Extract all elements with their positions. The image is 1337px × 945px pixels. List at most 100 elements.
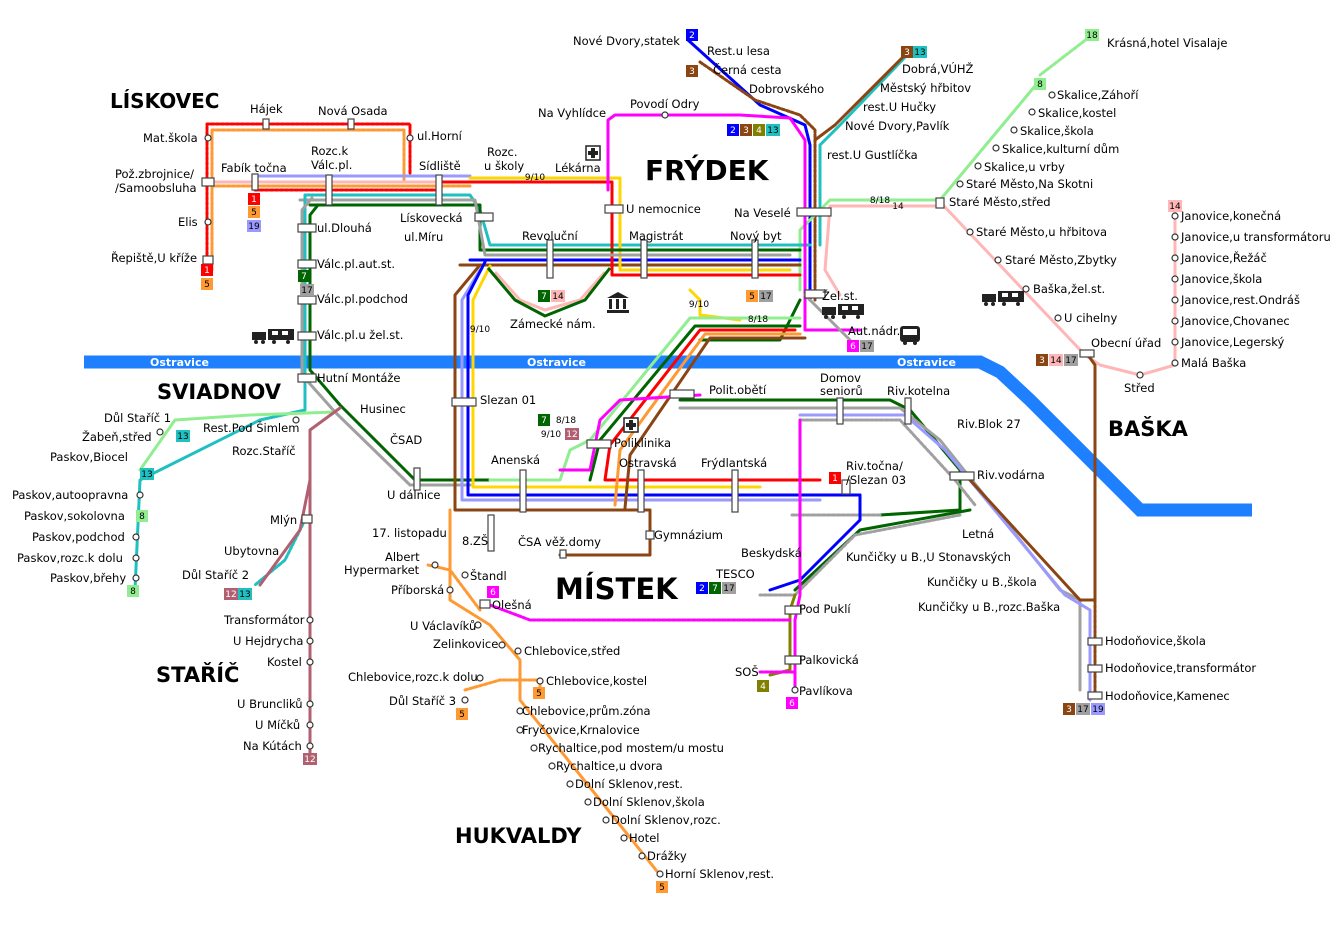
stop-marker-nova-osada[interactable] <box>347 118 355 130</box>
stop-rozc-staric[interactable]: Rozc.Staříč <box>232 444 296 458</box>
stop-stare-mesto-stred[interactable]: Staré Město,střed <box>949 195 1051 209</box>
stop-marker-rozc-k-valc[interactable] <box>325 174 333 206</box>
dot-stred[interactable] <box>1136 371 1144 379</box>
dot-standl[interactable] <box>461 571 469 579</box>
dot-zaben[interactable] <box>156 428 164 436</box>
stop-riv-kotelna[interactable]: Riv.kotelna <box>887 384 950 398</box>
stop-hodonovice-skola[interactable]: Hodoňovice,škola <box>1105 634 1206 648</box>
dot-pavlikova[interactable] <box>791 686 799 694</box>
dot-rychaltice-dvor[interactable] <box>548 762 556 770</box>
dot-paskov-rozc[interactable] <box>132 554 140 562</box>
stop-marker-magistrat[interactable] <box>640 239 648 279</box>
stop-csa-vez-domy[interactable]: ČSA věž.domy <box>518 534 601 549</box>
stop-paskov-brehy[interactable]: Paskov,břehy <box>50 571 126 585</box>
stop-rozc-k[interactable]: Rozc.k <box>311 144 349 158</box>
stop-marker-fabik[interactable] <box>251 173 259 191</box>
stop-standl[interactable]: Štandl <box>470 568 507 583</box>
dot-skalice-skola[interactable] <box>1010 126 1018 134</box>
stop-marker-hodonovice-kamenec[interactable] <box>1087 691 1103 700</box>
stop-marker-nemocnice[interactable] <box>604 204 624 214</box>
stop-ostravska[interactable]: Ostravská <box>619 456 677 470</box>
dot-paskov-brehy[interactable] <box>132 574 140 582</box>
stop-marker-ul-dlouha[interactable] <box>297 223 317 233</box>
stop-na-kutach[interactable]: Na Kútách <box>243 739 302 753</box>
stop-marker-gymnazium[interactable] <box>645 530 655 540</box>
stop-rest-u-gustlicka[interactable]: rest.U Gustlíčka <box>827 148 918 162</box>
stop-marker-polit-obeti[interactable] <box>669 389 695 399</box>
stop-povodi-odry[interactable]: Povodí Odry <box>630 97 700 111</box>
stop-marker-valc-aut[interactable] <box>297 259 317 269</box>
stop-paskov-rozc[interactable]: Paskov,rozc.k dolu <box>17 551 123 565</box>
stop-marker-repiste[interactable] <box>202 255 214 265</box>
stop-kostel[interactable]: Kostel <box>267 655 302 669</box>
dot-janovice-trafo[interactable] <box>1171 233 1179 241</box>
dot-janovice-ondras[interactable] <box>1171 296 1179 304</box>
stop-stare-mesto-na-skotni[interactable]: Staré Město,Na Skotni <box>966 177 1093 191</box>
stop-krasna[interactable]: Krásná,hotel Visalaje <box>1107 36 1227 50</box>
stop-mlyn[interactable]: Mlýn <box>270 513 297 527</box>
stop-u-nemocnice[interactable]: U nemocnice <box>626 202 701 216</box>
dot-chlebovice-rozc[interactable] <box>476 674 484 682</box>
stop-rychaltice-most[interactable]: Rychaltice,pod mostem/u mostu <box>538 741 724 755</box>
stop-zamecke-nam[interactable]: Zámecké nám. <box>510 317 596 331</box>
dot-dul-staric-3[interactable] <box>461 696 469 704</box>
stop-polit-obeti[interactable]: Polit.obětí <box>709 383 767 397</box>
stop-marker-riv-kotelna[interactable] <box>904 397 912 425</box>
stop-skalice-u-vrby[interactable]: Skalice,u vrby <box>984 160 1065 174</box>
stop-rest-pod-simlem[interactable]: Rest.Pod Šimlem <box>203 420 299 435</box>
stop-marker-zel-st[interactable] <box>804 289 826 299</box>
stop-magistrat[interactable]: Magistrát <box>629 229 684 243</box>
stop-rest-u-hucky[interactable]: rest.U Hučky <box>863 100 936 114</box>
stop-hypermarket[interactable]: Hypermarket <box>344 563 420 577</box>
stop-transformator[interactable]: Transformátor <box>223 613 305 627</box>
stop-hutni-montaze[interactable]: Hutní Montáže <box>317 371 401 385</box>
stop-hotel[interactable]: Hotel <box>629 831 659 845</box>
stop-pod-pukli[interactable]: Pod Puklí <box>799 602 851 616</box>
dot-janovice-legersky[interactable] <box>1171 338 1179 346</box>
stop-slezan-03[interactable]: /Slezan 03 <box>846 473 906 487</box>
stop-u-hejdrycha[interactable]: U Hejdrycha <box>233 634 303 648</box>
stop-kuncicky-skola[interactable]: Kunčičky u B.,škola <box>927 575 1037 589</box>
stop-marker-hodonovice-trafo[interactable] <box>1087 664 1103 673</box>
stop-chlebovice-rozc[interactable]: Chlebovice,rozc.k dolu <box>348 670 478 684</box>
stop-liskovecka[interactable]: Lískovecká <box>400 211 463 225</box>
stop-fabik-tocna[interactable]: Fabík točna <box>221 161 287 175</box>
stop-paskov-podchod[interactable]: Paskov,podchod <box>32 530 125 544</box>
stop-zelinkovice[interactable]: Zelinkovice <box>433 637 498 651</box>
stop-marker-pod-pukli[interactable] <box>784 605 802 615</box>
stop-marker-liskovecka[interactable] <box>474 212 494 222</box>
stop-poz-zbrojnice[interactable]: Pož.zbrojnice/ <box>115 167 194 181</box>
stop-tesco[interactable]: TESCO <box>715 567 755 581</box>
stop-nove-dvory-statek[interactable]: Nové Dvory,statek <box>573 34 680 48</box>
stop-elis[interactable]: Elis <box>178 215 198 229</box>
stop-marker-hodonovice-skola[interactable] <box>1087 637 1103 646</box>
stop-valc-pl-u-zel-st[interactable]: Válc.pl.u žel.st. <box>317 328 403 342</box>
stop-ul-horni[interactable]: ul.Horní <box>417 129 463 143</box>
stop-riv-blok-27[interactable]: Riv.Blok 27 <box>957 417 1021 431</box>
stop-dobrovskeho[interactable]: Dobrovského <box>749 82 824 96</box>
stop-horni-sklenov[interactable]: Horní Sklenov,rest. <box>665 867 774 881</box>
stop-paskov-biocel[interactable]: Paskov,Biocel <box>50 450 128 464</box>
stop-dul-staric-2[interactable]: Důl Staříč 2 <box>182 568 249 582</box>
stop-ul-miru[interactable]: ul.Míru <box>404 230 443 244</box>
stop-repiste[interactable]: Řepiště,U kříže <box>111 250 197 265</box>
stop-dolni-sklenov-rest[interactable]: Dolní Sklenov,rest. <box>575 777 683 791</box>
stop-hodonovice-trafo[interactable]: Hodoňovice,transformátor <box>1105 661 1256 675</box>
dot-baska-zel[interactable] <box>1022 285 1030 293</box>
dot-janovice-konecna[interactable] <box>1171 212 1179 220</box>
dot-paskov-autoopravna[interactable] <box>136 491 144 499</box>
stop-u-vaclaviku[interactable]: U Václavíků <box>410 619 476 633</box>
stop-marker-na-vesele[interactable] <box>796 207 832 217</box>
stop-marker-obecni-urad[interactable] <box>1079 349 1095 358</box>
stop-albert[interactable]: Albert <box>385 550 420 564</box>
stop-mat-skola[interactable]: Mat.škola <box>143 131 198 145</box>
stop-rest-u-lesa[interactable]: Rest.u lesa <box>707 44 770 58</box>
dot-rest-pod-simlem[interactable] <box>292 416 300 424</box>
dot-dolni-sklenov-skola[interactable] <box>584 798 592 806</box>
dot-horni-sklenov[interactable] <box>656 870 664 878</box>
stop-domov-2[interactable]: seniorů <box>820 384 863 398</box>
stop-chlebovice-prum-zona[interactable]: Chlebovice,prům.zóna <box>522 704 651 718</box>
stop-valc-pl-aut-st[interactable]: Válc.pl.aut.st. <box>317 257 395 271</box>
stop-marker-slezan01[interactable] <box>451 397 477 407</box>
dot-na-kutach[interactable] <box>306 742 314 750</box>
